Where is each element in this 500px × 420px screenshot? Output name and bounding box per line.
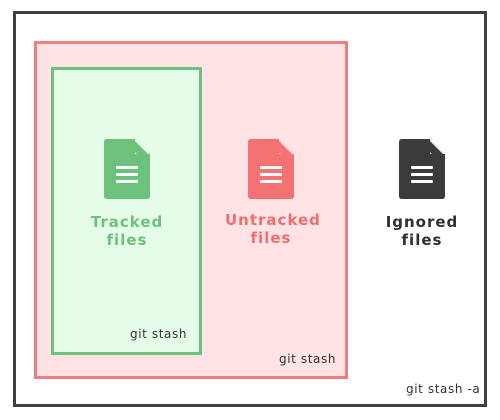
tracked-files-label-line1: Tracked	[90, 213, 164, 231]
ignored-files: Ignored files	[376, 139, 468, 249]
region-label-outer: git stash -a	[406, 382, 481, 396]
tracked-files-label-line2: files	[106, 231, 148, 249]
file-document-icon	[399, 139, 445, 199]
ignored-files-label-line2: files	[401, 231, 443, 249]
untracked-files: Untracked files	[225, 139, 321, 247]
untracked-files-label-line2: files	[250, 229, 292, 247]
file-document-icon	[248, 139, 294, 199]
ignored-files-label-line1: Ignored	[385, 213, 459, 231]
region-label-middle: git stash	[279, 352, 337, 366]
region-label-inner: git stash	[130, 327, 188, 341]
region-git-stash-tracked	[51, 67, 202, 355]
file-document-icon	[104, 139, 150, 199]
untracked-files-label-line1: Untracked	[225, 211, 321, 229]
tracked-files: Tracked files	[81, 139, 173, 249]
